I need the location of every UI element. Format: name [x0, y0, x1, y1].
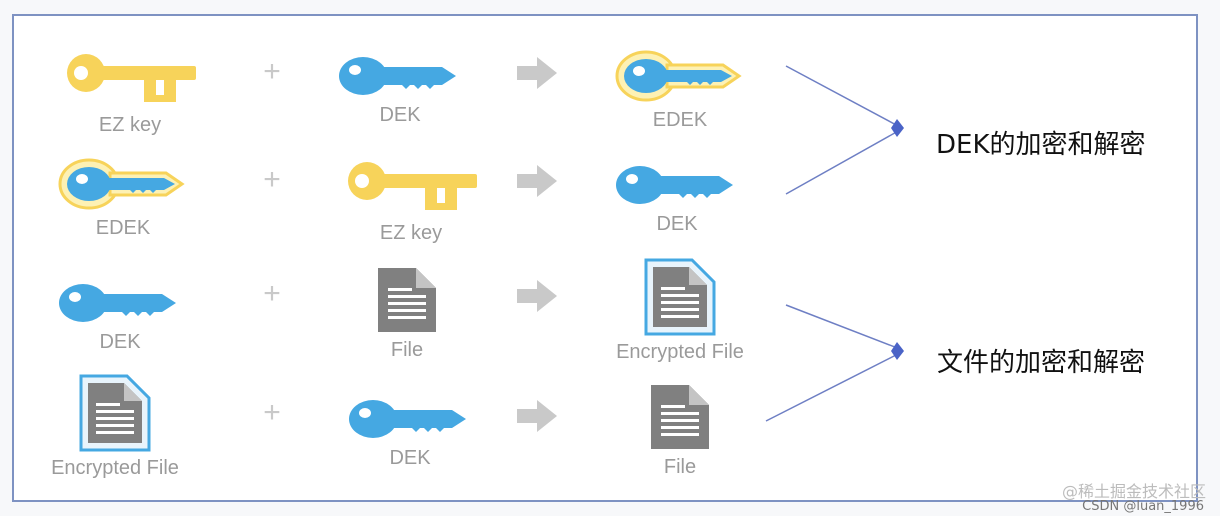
- group1-connector-bottom: [785, 129, 901, 195]
- row1-input-label: EZ key: [98, 114, 162, 136]
- encrypted-file-icon: [644, 258, 716, 336]
- row4-input: Encrypted File: [30, 374, 200, 480]
- row2-output-label: DEK: [656, 213, 698, 235]
- row3-input-label: DEK: [99, 331, 141, 353]
- row1-plus-operator: +: [263, 55, 281, 88]
- watermark-back: @稀土掘金技术社区: [1061, 482, 1206, 501]
- row1-arrow-icon: [517, 57, 557, 89]
- ez-key-icon: [67, 54, 196, 102]
- row3-operand-label: File: [390, 339, 424, 361]
- row1-operand: DEK: [325, 53, 475, 127]
- group1-label: DEK的加密和解密: [936, 130, 1146, 160]
- row4-output-label: File: [663, 456, 697, 478]
- group2-diamond-icon: [891, 342, 904, 360]
- ez-key-icon: [348, 162, 477, 210]
- row4-arrow-icon: [517, 400, 557, 432]
- row1-output: EDEK: [600, 48, 760, 132]
- edek-key-icon: [615, 50, 742, 102]
- dek-key-icon: [339, 57, 456, 95]
- dek-key-icon: [349, 400, 466, 438]
- row3-output-label: Encrypted File: [616, 341, 744, 363]
- row2-input-label: EDEK: [95, 217, 151, 239]
- row1-output-label: EDEK: [652, 109, 708, 131]
- edek-key-icon: [58, 158, 185, 210]
- row1-operand-label: DEK: [379, 104, 421, 126]
- row3-plus-operator: +: [263, 277, 281, 310]
- row3-input: DEK: [45, 280, 195, 354]
- row2-input: EDEK: [48, 156, 198, 240]
- row2-operand-label: EZ key: [379, 222, 443, 244]
- row3-operand: File: [332, 266, 482, 362]
- row2-plus-operator: +: [263, 163, 281, 196]
- group2-connector-top: [785, 304, 901, 350]
- row3-output: Encrypted File: [590, 258, 770, 364]
- row4-plus-operator: +: [263, 396, 281, 429]
- row4-operand-label: DEK: [389, 447, 431, 469]
- dek-key-icon: [616, 166, 733, 204]
- row2-arrow-icon: [517, 165, 557, 197]
- group2-connector-bottom: [765, 352, 901, 422]
- row3-arrow-icon: [517, 280, 557, 312]
- file-icon: [378, 268, 436, 332]
- row2-operand: EZ key: [336, 161, 486, 245]
- row4-input-label: Encrypted File: [51, 457, 179, 479]
- row4-operand: DEK: [335, 396, 485, 470]
- row2-output: DEK: [602, 162, 752, 236]
- file-icon: [651, 385, 709, 449]
- group1-connector-top: [785, 65, 901, 128]
- row1-input: EZ key: [55, 53, 205, 137]
- watermark-front: CSDN @luan_1996: [1082, 499, 1204, 514]
- encrypted-file-icon: [79, 374, 151, 452]
- diagram-frame: [12, 14, 1198, 502]
- dek-key-icon: [59, 284, 176, 322]
- group2-label: 文件的加密和解密: [937, 348, 1146, 378]
- group1-diamond-icon: [891, 119, 904, 137]
- row4-output: File: [605, 383, 755, 479]
